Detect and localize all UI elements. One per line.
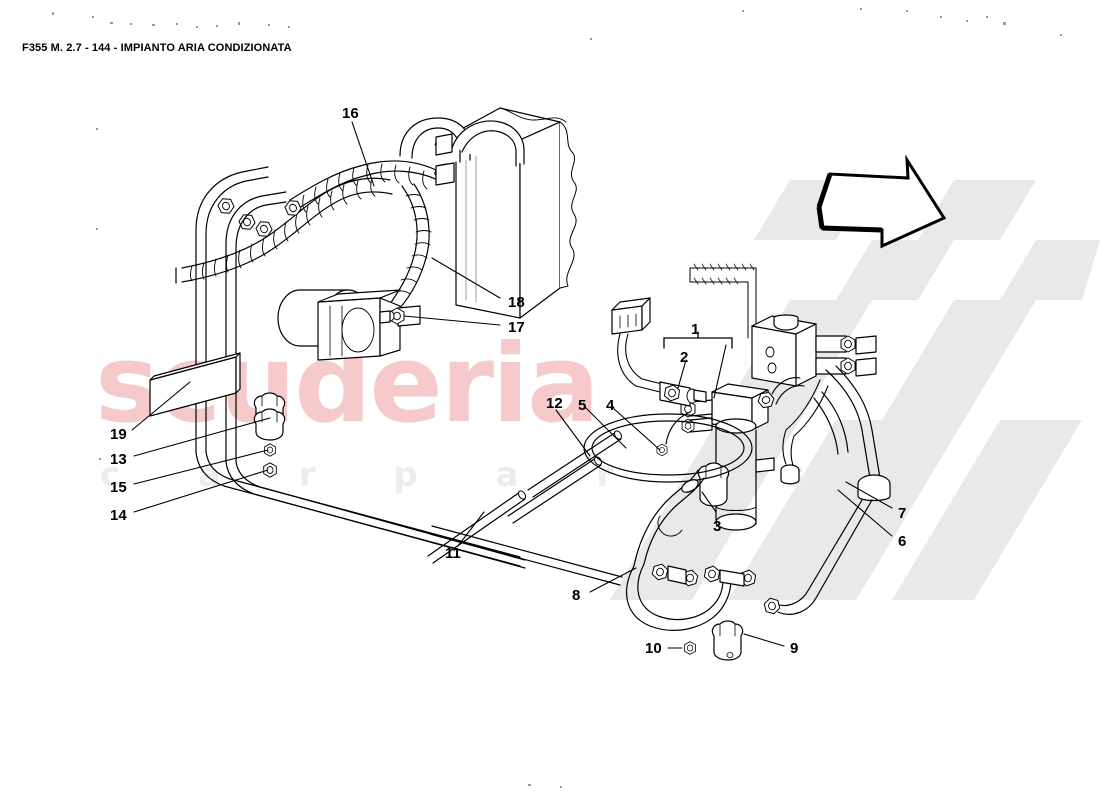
page-title: F355 M. 2.7 - 144 - IMPIANTO ARIA CONDIZ… — [22, 42, 292, 54]
callout-2: 2 — [680, 349, 689, 366]
callout-1: 1 — [691, 321, 700, 338]
pipe-11 — [427, 490, 527, 564]
callout-4: 4 — [606, 397, 615, 414]
callout-8: 8 — [572, 587, 581, 604]
callout-6: 6 — [898, 533, 907, 550]
callout-18: 18 — [508, 294, 525, 311]
pipes-6-7 — [762, 365, 891, 617]
callout-12: 12 — [546, 395, 563, 412]
clamp-stack — [253, 392, 286, 478]
callout-11: 11 — [445, 545, 461, 562]
callout-15: 15 — [110, 479, 127, 496]
callout-16: 16 — [342, 105, 359, 122]
pipe-12-upper-segment — [527, 430, 623, 498]
callout-9: 9 — [790, 640, 799, 657]
hose-fitting-nuts-top — [215, 132, 455, 240]
callout-10: 10 — [645, 640, 662, 657]
clamp-9 — [711, 620, 744, 661]
callout-14: 14 — [110, 507, 127, 524]
insulation-panel — [149, 352, 241, 417]
expansion-valve-block — [689, 263, 877, 387]
condenser-body — [455, 107, 577, 319]
callout-7: 7 — [898, 505, 907, 522]
drier-outlet-hose — [665, 411, 691, 445]
callout-17: 17 — [508, 319, 525, 336]
callout-3: 3 — [713, 518, 722, 535]
callout-13: 13 — [110, 451, 127, 468]
corrugated-hose-18 — [389, 183, 432, 309]
pressure-switch — [611, 297, 707, 407]
flexible-hose-8 — [625, 469, 757, 631]
right-connector-pipes — [756, 377, 829, 485]
compressor-assembly — [277, 289, 421, 361]
pipe-12 — [507, 456, 603, 524]
callout-5: 5 — [578, 397, 587, 414]
corrugated-hose-16-right — [289, 160, 439, 213]
receiver-drier — [680, 383, 775, 531]
callout-19: 19 — [110, 426, 127, 443]
